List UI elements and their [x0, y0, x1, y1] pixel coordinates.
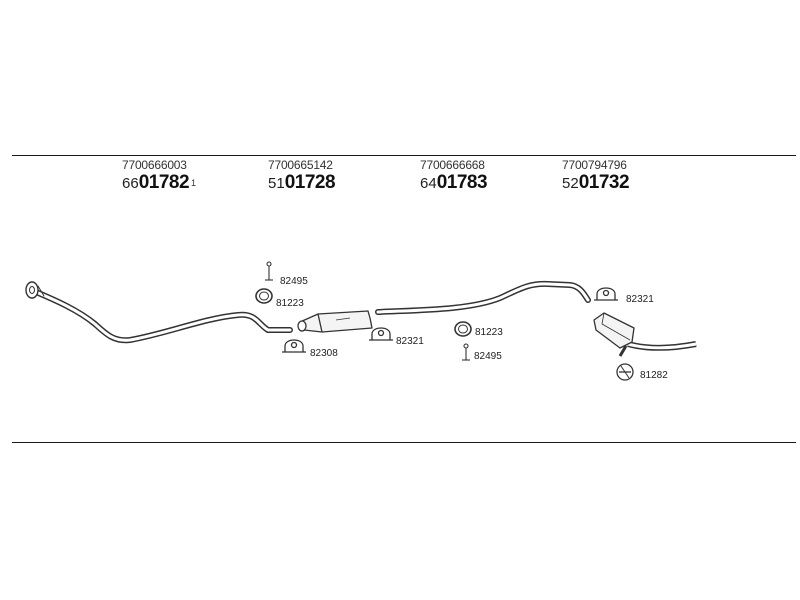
part-number-prefix: 51 [268, 175, 285, 192]
oe-number: 7700794796 [562, 158, 627, 172]
part-number-prefix: 52 [562, 175, 579, 192]
top-divider [12, 155, 796, 156]
clamp-icon [282, 339, 306, 353]
callout-label: 82308 [310, 348, 338, 359]
oe-number: 7700666003 [122, 158, 187, 172]
oe-number: 7700665142 [268, 158, 333, 172]
part-number-main: 01728 [284, 172, 336, 193]
part-header-intermediate-pipe: 7700666668 6401783 [420, 158, 489, 195]
ring-gasket-icon [454, 321, 472, 337]
part-number-main: 01782 [138, 172, 190, 193]
clamp-icon [594, 287, 618, 301]
callout-label: 82495 [474, 351, 502, 362]
part-header-rear-silencer: 7700794796 5201732 [562, 158, 631, 195]
oe-number: 7700666668 [420, 158, 485, 172]
part-number: 5201732 [562, 172, 631, 195]
part-header-middle-silencer: 7700665142 5101728 [268, 158, 337, 195]
part-number: 5101728 [268, 172, 337, 195]
clamp-icon [369, 327, 393, 341]
bottom-divider [12, 442, 796, 443]
callout-label: 82321 [396, 336, 424, 347]
part-number-main: 01783 [436, 172, 488, 193]
callout-label: 81223 [475, 327, 503, 338]
hanger-icon [265, 261, 273, 281]
callout-label: 81223 [276, 298, 304, 309]
part-number-prefix: 64 [420, 175, 437, 192]
part-number-marker: 1 [191, 178, 197, 188]
rear-silencer [593, 312, 697, 357]
part-number: 6401783 [420, 172, 489, 195]
intermediate-pipe [375, 280, 591, 315]
callout-label: 81282 [640, 370, 668, 381]
hanger-icon [462, 343, 470, 361]
middle-silencer [297, 310, 373, 333]
callout-label: 82495 [280, 276, 308, 287]
callout-label: 82321 [626, 294, 654, 305]
part-number-prefix: 66 [122, 175, 139, 192]
part-number-main: 01732 [578, 172, 630, 193]
front-pipe [25, 281, 293, 344]
clamp-icon [616, 363, 634, 381]
ring-gasket-icon [255, 288, 273, 304]
